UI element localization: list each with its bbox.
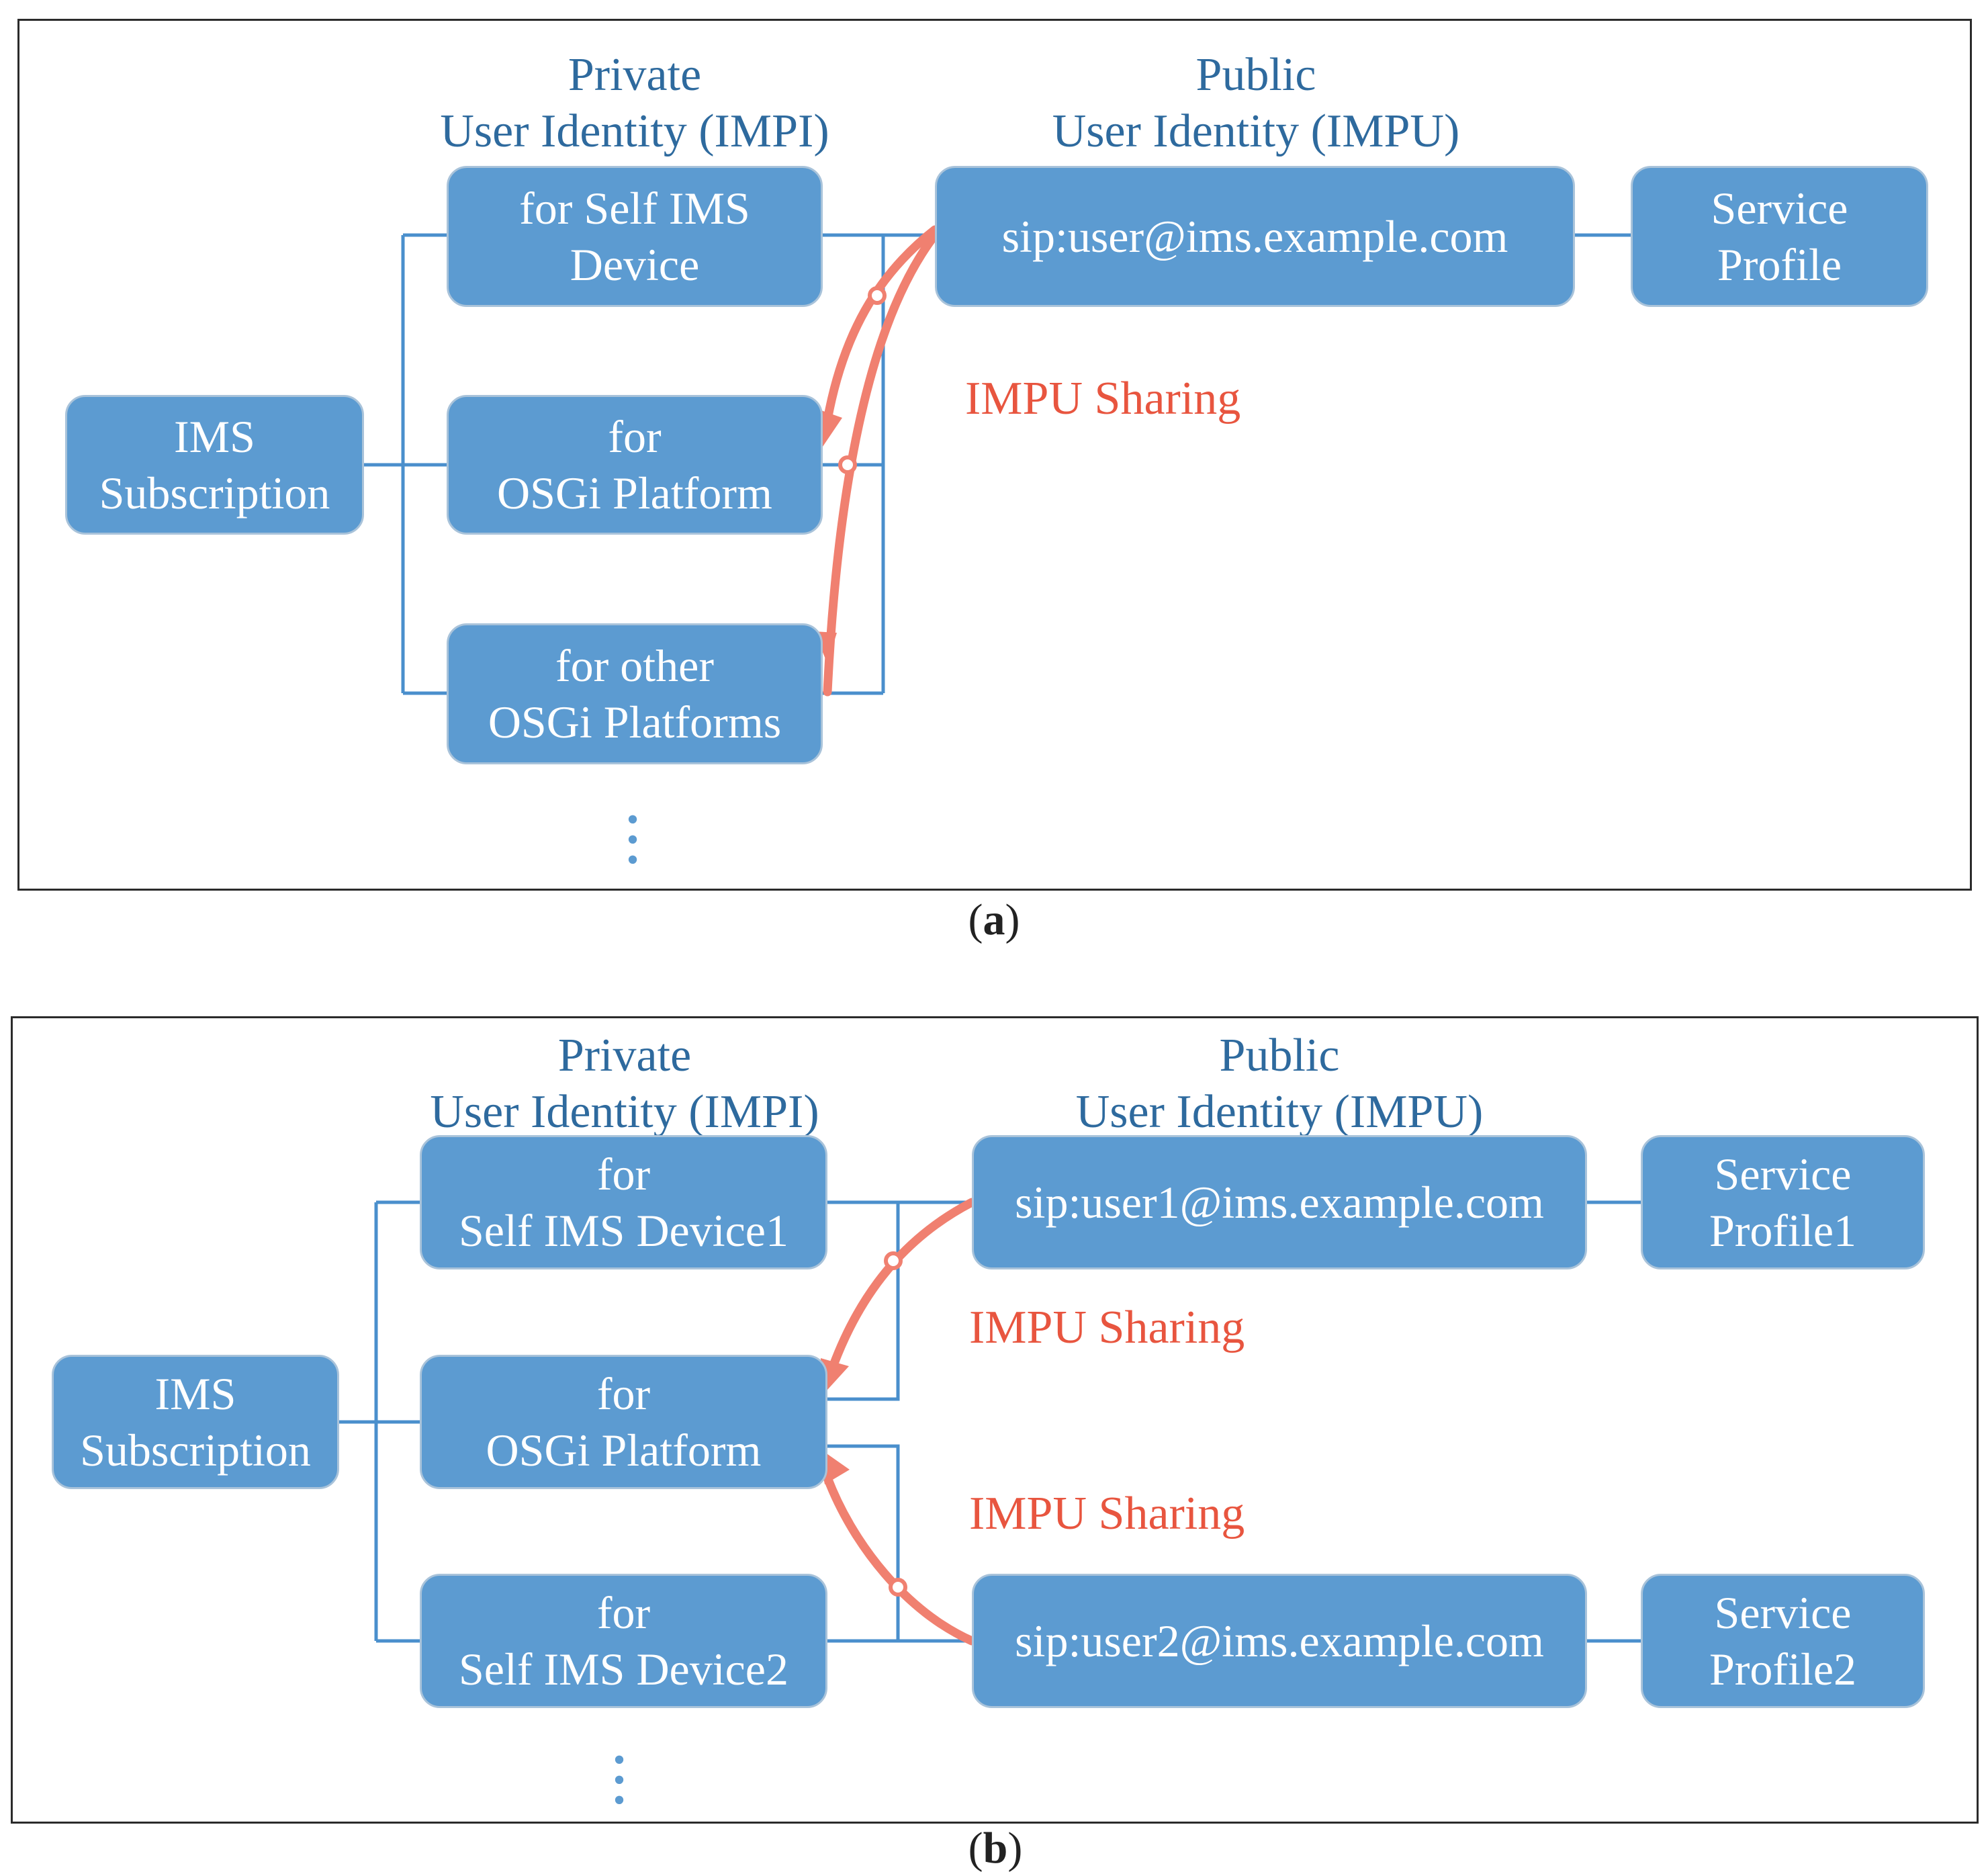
panel-a-frame	[17, 19, 1972, 891]
b-impu-sip-user1-box: sip:user1@ims.example.com	[972, 1135, 1587, 1269]
b-more-items-ellipsis: ···	[611, 1732, 628, 1828]
b-impu-sip-user2-box: sip:user2@ims.example.com	[972, 1574, 1587, 1708]
a-impu-sharing-label: IMPU Sharing	[965, 373, 1241, 425]
a-impi-osgi-platform-box: for OSGi Platform	[447, 395, 823, 535]
panel-b-frame	[11, 1016, 1979, 1824]
a-sharing-arrow-1	[823, 225, 940, 425]
a-header-public: Public User Identity (IMPU)	[1052, 49, 1460, 157]
a-service-profile-box: Service Profile	[1631, 166, 1928, 307]
a-impu-sip-user-box: sip:user@ims.example.com	[935, 166, 1575, 307]
b-header-private: Private User Identity (IMPI)	[430, 1030, 819, 1138]
b-service-profile1-box: Service Profile1	[1641, 1135, 1925, 1269]
b-impu2-bracket	[827, 1444, 900, 1641]
a-caption: (a)	[968, 895, 1020, 944]
a-sharing-arrow-2	[823, 230, 940, 697]
b-impi-osgi-platform-box: for OSGi Platform	[420, 1355, 827, 1489]
a-impi-other-osgi-platforms-box: for other OSGi Platforms	[447, 623, 823, 764]
a-ims-subscription-box: IMS Subscription	[65, 395, 364, 535]
b-sharing-arrow-2	[823, 1473, 977, 1646]
b-crossing-marker-2	[889, 1578, 907, 1597]
b-header-public: Public User Identity (IMPU)	[1075, 1030, 1484, 1138]
b-impu-sharing-label-1: IMPU Sharing	[969, 1302, 1245, 1353]
b-impi-self-ims-device2-box: for Self IMS Device2	[420, 1574, 827, 1708]
b-impi-self-ims-device1-box: for Self IMS Device1	[420, 1135, 827, 1269]
b-impu-sharing-label-2: IMPU Sharing	[969, 1488, 1245, 1539]
b-arrowhead-1	[821, 1358, 849, 1397]
b-service-profile2-box: Service Profile2	[1641, 1574, 1925, 1708]
a-crossing-marker-1	[868, 286, 887, 305]
a-more-items-ellipsis: ···	[624, 791, 641, 888]
a-impi-self-ims-device-box: for Self IMS Device	[447, 166, 823, 307]
b-crossing-marker-1	[884, 1251, 903, 1270]
b-caption: (b)	[968, 1824, 1023, 1873]
a-header-private: Private User Identity (IMPI)	[440, 49, 829, 157]
b-ims-subscription-box: IMS Subscription	[52, 1355, 339, 1489]
a-crossing-marker-2	[838, 455, 857, 474]
